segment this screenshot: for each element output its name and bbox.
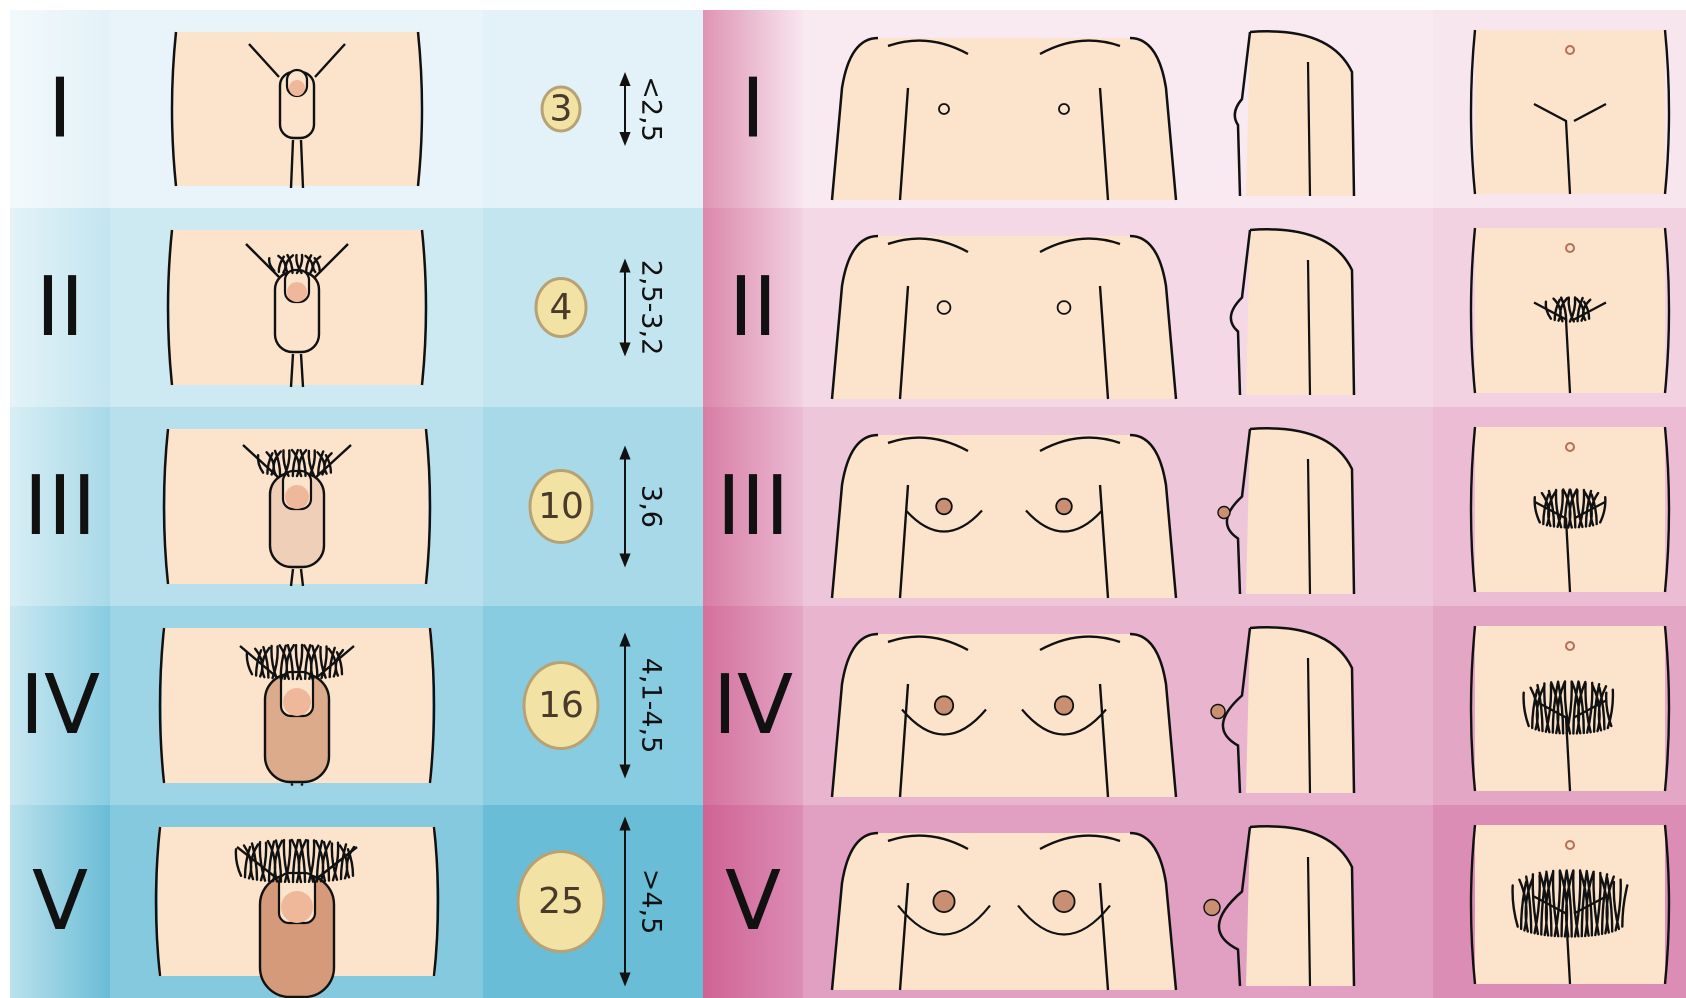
female-stage-roman-numeral: III xyxy=(717,459,790,554)
testis-volume-label: 10 xyxy=(538,486,584,527)
areola xyxy=(936,499,952,515)
testis-volume-label: 16 xyxy=(538,685,584,726)
testis-volume-label: 3 xyxy=(550,89,573,130)
female-stage-roman-numeral: II xyxy=(729,260,777,355)
areola xyxy=(935,696,953,714)
male-stage-roman-numeral: I xyxy=(48,62,72,157)
glans xyxy=(281,891,313,923)
areola xyxy=(1053,891,1074,912)
glans xyxy=(287,282,307,302)
testis-length-label: 4,1-4,5 xyxy=(636,658,667,754)
side-profile-skin xyxy=(1246,826,1354,986)
torso-front-skin xyxy=(832,634,1176,797)
areola xyxy=(1058,301,1071,314)
areola xyxy=(939,104,949,114)
areola xyxy=(1059,104,1069,114)
side-nipple xyxy=(1211,705,1225,719)
testis-volume-label: 25 xyxy=(538,881,584,922)
areola xyxy=(938,301,951,314)
side-profile-skin xyxy=(1246,627,1354,793)
glans xyxy=(285,485,309,509)
glans xyxy=(283,688,311,716)
male-stage-roman-numeral: IV xyxy=(20,658,100,753)
male-stage-roman-numeral: V xyxy=(32,854,88,949)
testis-volume-label: 4 xyxy=(550,287,573,328)
torso-front-skin xyxy=(832,236,1176,399)
testis-length-label: 2,5-3,2 xyxy=(636,260,667,356)
side-nipple xyxy=(1204,900,1220,916)
testis-length-label: <2,5 xyxy=(636,76,667,142)
side-profile-skin xyxy=(1246,229,1354,395)
male-stage-roman-numeral: III xyxy=(24,459,97,554)
areola xyxy=(1056,499,1072,515)
areola xyxy=(933,891,954,912)
torso-front-skin xyxy=(832,435,1176,598)
glans xyxy=(289,80,305,96)
female-stage-roman-numeral: I xyxy=(741,62,765,157)
areola xyxy=(1055,696,1073,714)
torso-front-skin xyxy=(832,833,1176,990)
side-profile-skin xyxy=(1246,428,1354,594)
testis-length-label: 3,6 xyxy=(636,485,667,528)
side-nipple xyxy=(1218,507,1230,519)
testis-length-label: >4,5 xyxy=(636,869,667,935)
male-stage-roman-numeral: II xyxy=(36,260,84,355)
female-stage-roman-numeral: V xyxy=(725,854,781,949)
torso-front-skin xyxy=(832,38,1176,200)
side-profile-skin xyxy=(1246,31,1354,196)
female-stage-roman-numeral: IV xyxy=(713,658,793,753)
